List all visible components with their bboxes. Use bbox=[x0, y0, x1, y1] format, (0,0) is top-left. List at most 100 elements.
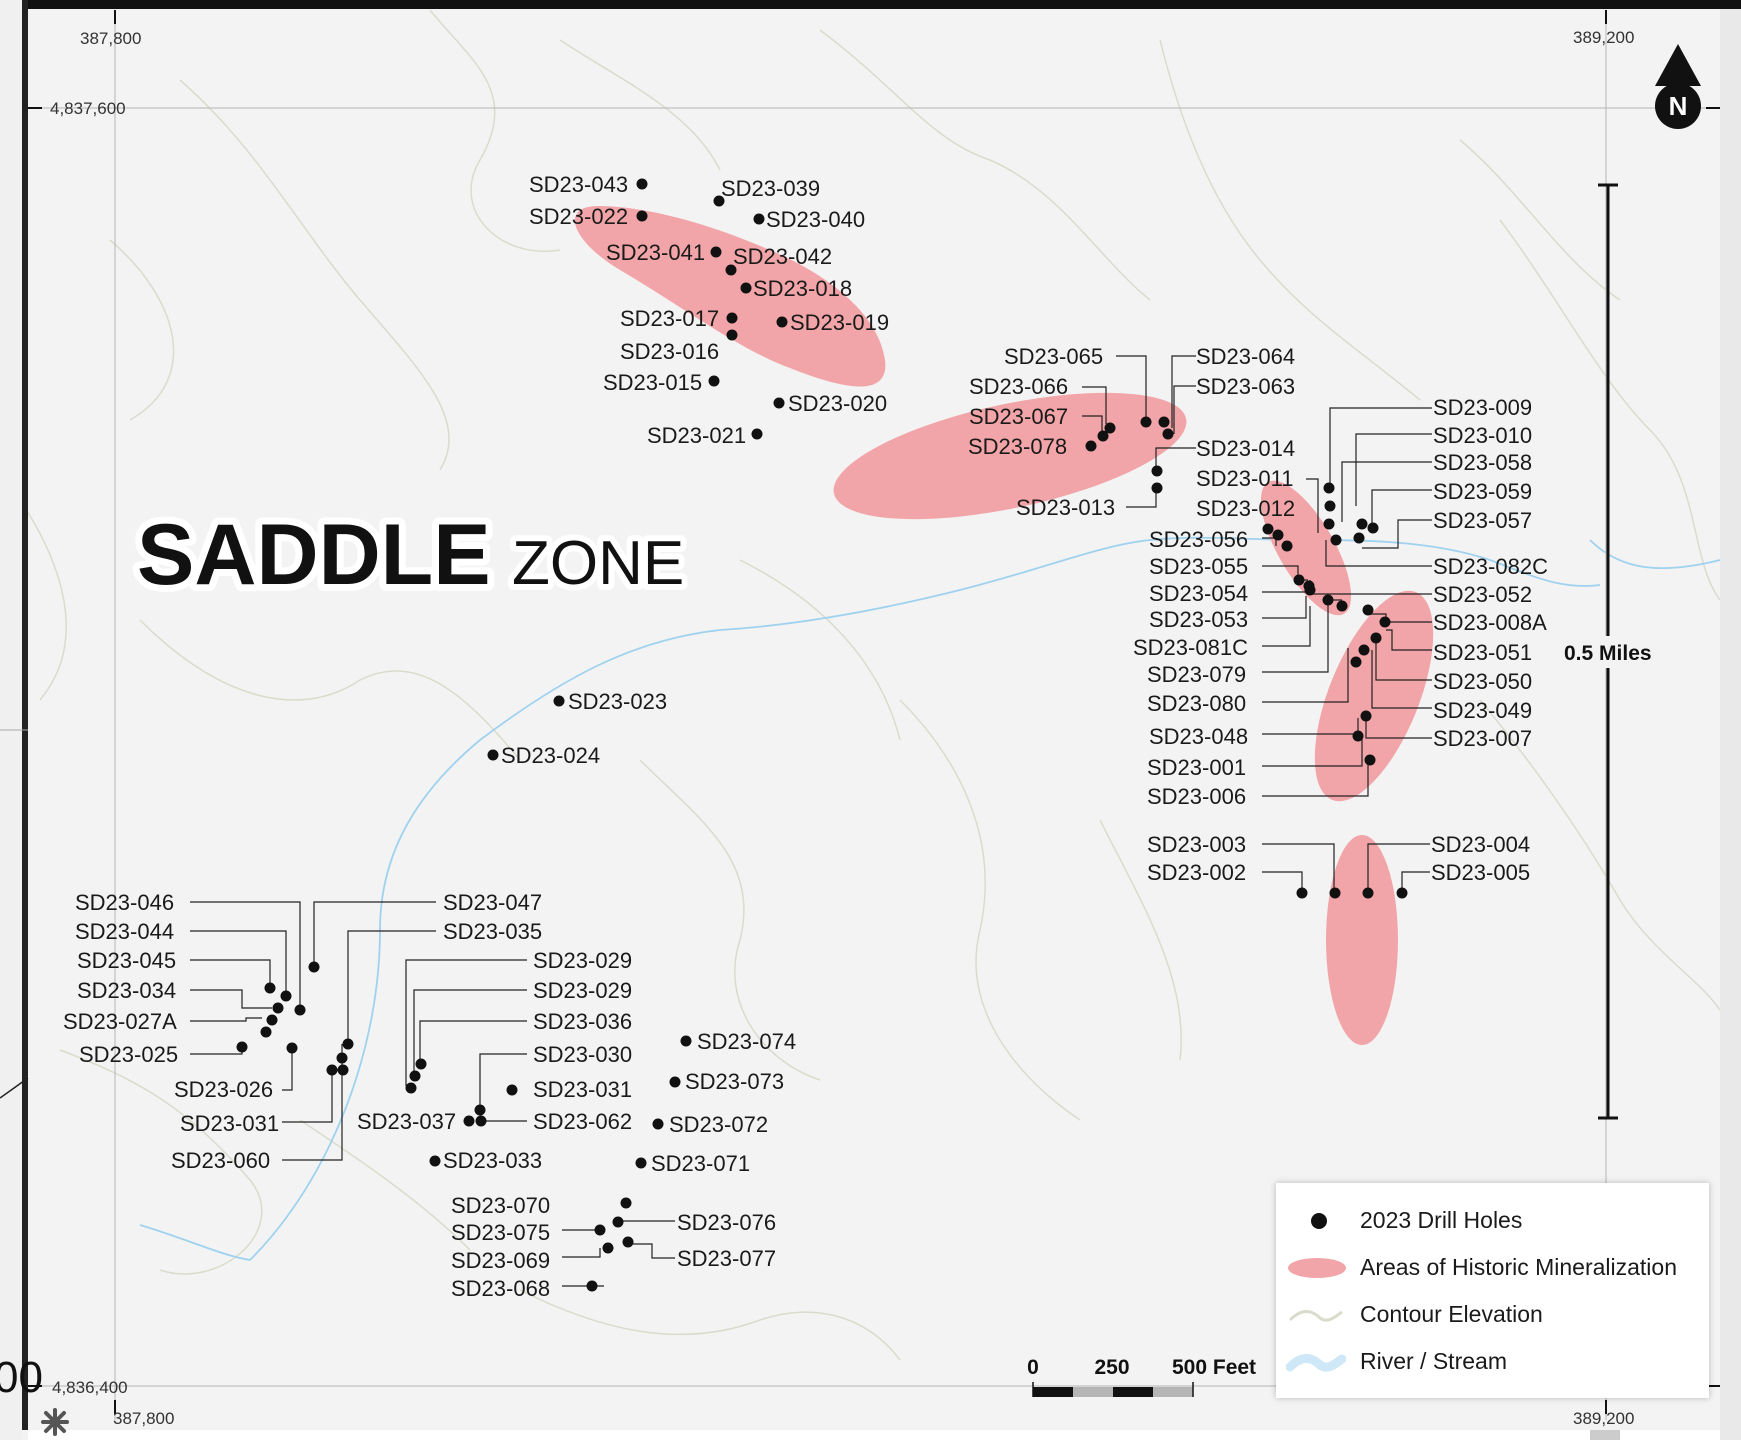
mineralization-area-south bbox=[1326, 835, 1398, 1045]
hole-label-sd23-049: SD23-049 bbox=[1433, 698, 1532, 723]
drill-hole[interactable] bbox=[336, 1052, 348, 1064]
drill-hole[interactable] bbox=[622, 1236, 634, 1248]
hole-label-sd23-024: SD23-024 bbox=[501, 743, 600, 768]
drill-hole[interactable] bbox=[1324, 500, 1336, 512]
drill-hole[interactable] bbox=[636, 178, 648, 190]
drill-hole[interactable] bbox=[635, 1157, 647, 1169]
drill-hole[interactable] bbox=[725, 264, 737, 276]
drill-hole[interactable] bbox=[708, 375, 720, 387]
drill-hole[interactable] bbox=[429, 1155, 441, 1167]
hole-label-sd23-031-mid: SD23-031 bbox=[533, 1077, 632, 1102]
drill-hole[interactable] bbox=[1158, 416, 1170, 428]
partial-coordinate-label: 00 bbox=[0, 1353, 43, 1402]
drill-hole[interactable] bbox=[1396, 887, 1408, 899]
drill-hole[interactable] bbox=[586, 1280, 598, 1292]
hole-label-sd23-033: SD23-033 bbox=[443, 1148, 542, 1173]
hole-label-sd23-020: SD23-020 bbox=[788, 391, 887, 416]
drill-hole[interactable] bbox=[272, 1002, 284, 1014]
drill-hole[interactable] bbox=[1360, 710, 1372, 722]
drill-hole[interactable] bbox=[1272, 529, 1284, 541]
drill-hole[interactable] bbox=[1151, 465, 1163, 477]
drill-hole[interactable] bbox=[1262, 523, 1274, 535]
drill-hole[interactable] bbox=[710, 246, 722, 258]
drill-hole[interactable] bbox=[620, 1197, 632, 1209]
drill-hole[interactable] bbox=[294, 1004, 306, 1016]
drill-hole[interactable] bbox=[280, 990, 292, 1002]
drill-hole[interactable] bbox=[260, 1026, 272, 1038]
drill-hole[interactable] bbox=[602, 1242, 614, 1254]
drill-hole[interactable] bbox=[1296, 887, 1308, 899]
drill-hole[interactable] bbox=[594, 1224, 606, 1236]
drill-hole[interactable] bbox=[405, 1082, 417, 1094]
drill-hole[interactable] bbox=[1329, 887, 1341, 899]
drill-hole[interactable] bbox=[1358, 644, 1370, 656]
drill-hole[interactable] bbox=[1104, 422, 1116, 434]
drill-hole[interactable] bbox=[776, 316, 788, 328]
hole-label-sd23-009: SD23-009 bbox=[1433, 395, 1532, 420]
drill-hole[interactable] bbox=[726, 329, 738, 341]
drill-hole[interactable] bbox=[1151, 482, 1163, 494]
corner-patch bbox=[1590, 1430, 1620, 1440]
drill-hole[interactable] bbox=[1323, 518, 1335, 530]
drill-hole[interactable] bbox=[1323, 482, 1335, 494]
drill-hole[interactable] bbox=[751, 428, 763, 440]
hole-label-sd23-064: SD23-064 bbox=[1196, 344, 1295, 369]
drill-hole[interactable] bbox=[1322, 594, 1334, 606]
drill-hole[interactable] bbox=[487, 749, 499, 761]
drill-hole[interactable] bbox=[1362, 887, 1374, 899]
hole-label-sd23-012: SD23-012 bbox=[1196, 496, 1295, 521]
hole-label-sd23-047: SD23-047 bbox=[443, 890, 542, 915]
drill-hole[interactable] bbox=[1350, 656, 1362, 668]
drill-hole[interactable] bbox=[612, 1216, 624, 1228]
drill-hole[interactable] bbox=[337, 1064, 349, 1076]
drill-hole[interactable] bbox=[1336, 600, 1348, 612]
drill-hole[interactable] bbox=[713, 195, 725, 207]
drill-hole[interactable] bbox=[1097, 430, 1109, 442]
drill-hole[interactable] bbox=[415, 1058, 427, 1070]
drill-hole[interactable] bbox=[463, 1115, 475, 1127]
drill-hole[interactable] bbox=[475, 1115, 487, 1127]
hole-label-sd23-041: SD23-041 bbox=[606, 240, 705, 265]
drill-hole[interactable] bbox=[1379, 616, 1391, 628]
drill-hole[interactable] bbox=[266, 1014, 278, 1026]
drill-hole[interactable] bbox=[680, 1035, 692, 1047]
drill-hole[interactable] bbox=[1370, 632, 1382, 644]
drill-hole[interactable] bbox=[1140, 416, 1152, 428]
drill-hole[interactable] bbox=[1352, 730, 1364, 742]
hole-label-sd23-072: SD23-072 bbox=[669, 1112, 768, 1137]
zone-title: SADDLE ZONE bbox=[130, 500, 690, 610]
drill-hole[interactable] bbox=[1367, 522, 1379, 534]
drill-hole[interactable] bbox=[1353, 532, 1365, 544]
drill-hole[interactable] bbox=[1330, 534, 1342, 546]
drill-hole[interactable] bbox=[506, 1084, 518, 1096]
drill-hole[interactable] bbox=[342, 1038, 354, 1050]
hole-label-sd23-004: SD23-004 bbox=[1431, 832, 1530, 857]
drill-hole[interactable] bbox=[1162, 428, 1174, 440]
drill-hole[interactable] bbox=[286, 1042, 298, 1054]
drill-hole[interactable] bbox=[1281, 540, 1293, 552]
drill-hole[interactable] bbox=[308, 961, 320, 973]
drill-hole[interactable] bbox=[1085, 440, 1097, 452]
drill-hole[interactable] bbox=[1304, 584, 1316, 596]
drill-hole[interactable] bbox=[326, 1064, 338, 1076]
drill-hole[interactable] bbox=[264, 982, 276, 994]
drill-hole[interactable] bbox=[740, 282, 752, 294]
hole-label-sd23-035: SD23-035 bbox=[443, 919, 542, 944]
drill-hole[interactable] bbox=[1293, 574, 1305, 586]
drill-hole[interactable] bbox=[474, 1104, 486, 1116]
drill-hole[interactable] bbox=[1362, 604, 1374, 616]
drill-hole[interactable] bbox=[726, 312, 738, 324]
hole-label-sd23-039: SD23-039 bbox=[721, 176, 820, 201]
drill-hole[interactable] bbox=[773, 397, 785, 409]
drill-hole[interactable] bbox=[553, 695, 565, 707]
drill-hole[interactable] bbox=[1356, 518, 1368, 530]
drill-hole[interactable] bbox=[636, 210, 648, 222]
drill-hole[interactable] bbox=[669, 1076, 681, 1088]
drill-hole[interactable] bbox=[409, 1070, 421, 1082]
hole-label-sd23-046: SD23-046 bbox=[75, 890, 174, 915]
drill-hole[interactable] bbox=[1364, 754, 1376, 766]
drill-hole[interactable] bbox=[652, 1118, 664, 1130]
drill-hole[interactable] bbox=[753, 213, 765, 225]
drill-hole[interactable] bbox=[236, 1041, 248, 1053]
